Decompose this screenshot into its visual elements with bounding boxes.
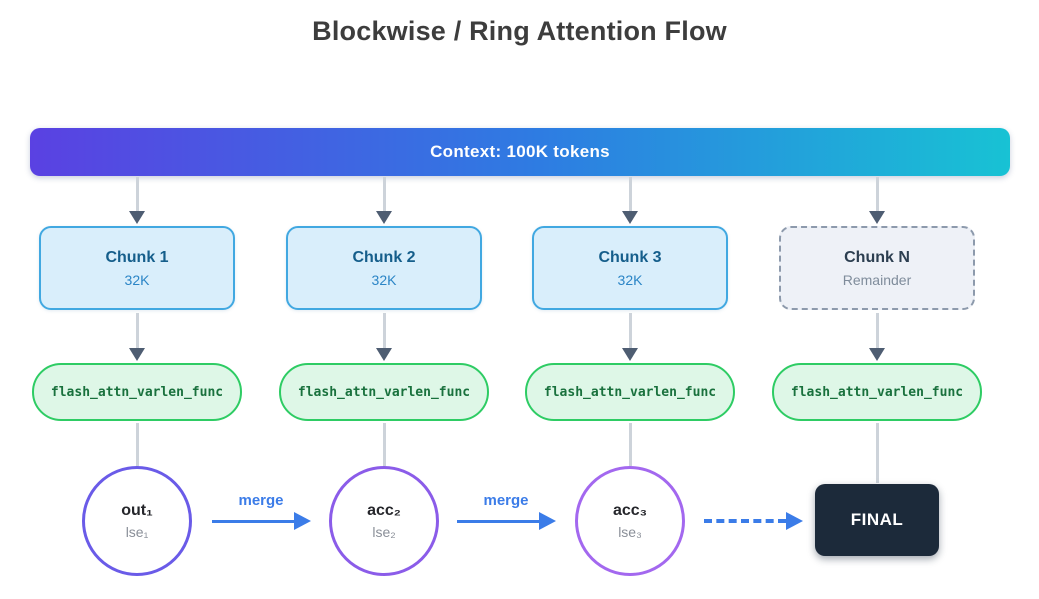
merge-arrow-2: [457, 512, 556, 530]
result3-sub: lse₃: [618, 524, 642, 540]
arrow-chunkN-to-func: [869, 313, 885, 361]
chunkN-subtitle: Remainder: [842, 271, 912, 288]
connector-func3-to-result: [629, 423, 632, 466]
arrow-context-to-chunk2: [376, 177, 392, 224]
arrow-line: [212, 519, 294, 523]
arrow-chunk1-to-func: [129, 313, 145, 361]
arrow-line: [704, 519, 786, 523]
chunk1-title: Chunk 1: [105, 248, 169, 266]
diagram-title: Blockwise / Ring Attention Flow: [312, 16, 727, 46]
arrow-down-icon: [622, 211, 638, 224]
arrow-line: [382, 313, 386, 348]
arrow-right-icon: [786, 512, 803, 530]
arrow-down-icon: [622, 348, 638, 361]
connector-func2-to-result: [383, 423, 386, 466]
connector-func1-to-result: [136, 423, 139, 466]
result3-name: acc₃: [612, 502, 648, 519]
func-label-3: flash_attn_varlen_func: [543, 384, 717, 400]
context-banner: Context: 100K tokens: [30, 128, 1010, 176]
merge-label-2: merge: [483, 492, 529, 509]
func-label-4: flash_attn_varlen_func: [790, 384, 964, 400]
chunk2-subtitle: 32K: [371, 271, 397, 288]
chunkN-title: Chunk N: [844, 248, 910, 266]
chunkN-node: Chunk N Remainder: [779, 226, 975, 310]
arrow-down-icon: [869, 348, 885, 361]
arrow-chunk3-to-func: [622, 313, 638, 361]
chunk3-title: Chunk 3: [598, 248, 662, 266]
arrow-context-to-chunkN: [869, 177, 885, 224]
chunk2-title: Chunk 2: [352, 248, 416, 266]
arrow-right-icon: [539, 512, 556, 530]
chunk1-node: Chunk 1 32K: [39, 226, 235, 310]
arrow-line: [628, 313, 632, 348]
func-node-2: flash_attn_varlen_func: [279, 363, 489, 421]
arrow-chunk2-to-func: [376, 313, 392, 361]
arrow-down-icon: [129, 348, 145, 361]
arrow-down-icon: [129, 211, 145, 224]
result2-name: acc₂: [367, 502, 401, 519]
arrow-context-to-chunk3: [622, 177, 638, 224]
arrow-line: [875, 177, 879, 211]
chunk3-subtitle: 32K: [617, 271, 643, 288]
dashed-arrow-to-final: [704, 512, 803, 530]
result1-sub: lse₁: [125, 524, 149, 540]
result-circle-1: out₁ lse₁: [82, 466, 192, 576]
arrow-down-icon: [869, 211, 885, 224]
merge-arrow-1: [212, 512, 311, 530]
func-node-3: flash_attn_varlen_func: [525, 363, 735, 421]
context-banner-label: Context: 100K tokens: [430, 142, 610, 161]
chunk2-node: Chunk 2 32K: [286, 226, 482, 310]
arrow-down-icon: [376, 211, 392, 224]
func-label-2: flash_attn_varlen_func: [297, 384, 471, 400]
arrow-line: [628, 177, 632, 211]
func-node-4: flash_attn_varlen_func: [772, 363, 982, 421]
arrow-line: [135, 177, 139, 211]
result-circle-3: acc₃ lse₃: [575, 466, 685, 576]
chunk1-subtitle: 32K: [124, 271, 150, 288]
arrow-line: [457, 519, 539, 523]
arrow-line: [382, 177, 386, 211]
func-node-1: flash_attn_varlen_func: [32, 363, 242, 421]
result-circle-2: acc₂ lse₂: [329, 466, 439, 576]
result2-sub: lse₂: [372, 524, 396, 540]
func-label-1: flash_attn_varlen_func: [50, 384, 224, 400]
result1-name: out₁: [121, 502, 153, 519]
arrow-down-icon: [376, 348, 392, 361]
arrow-right-icon: [294, 512, 311, 530]
connector-func4-to-final: [876, 423, 879, 483]
arrow-context-to-chunk1: [129, 177, 145, 224]
final-node: FINAL: [815, 484, 939, 556]
arrow-line: [875, 313, 879, 348]
chunk3-node: Chunk 3 32K: [532, 226, 728, 310]
arrow-line: [135, 313, 139, 348]
merge-label-1: merge: [238, 492, 284, 509]
